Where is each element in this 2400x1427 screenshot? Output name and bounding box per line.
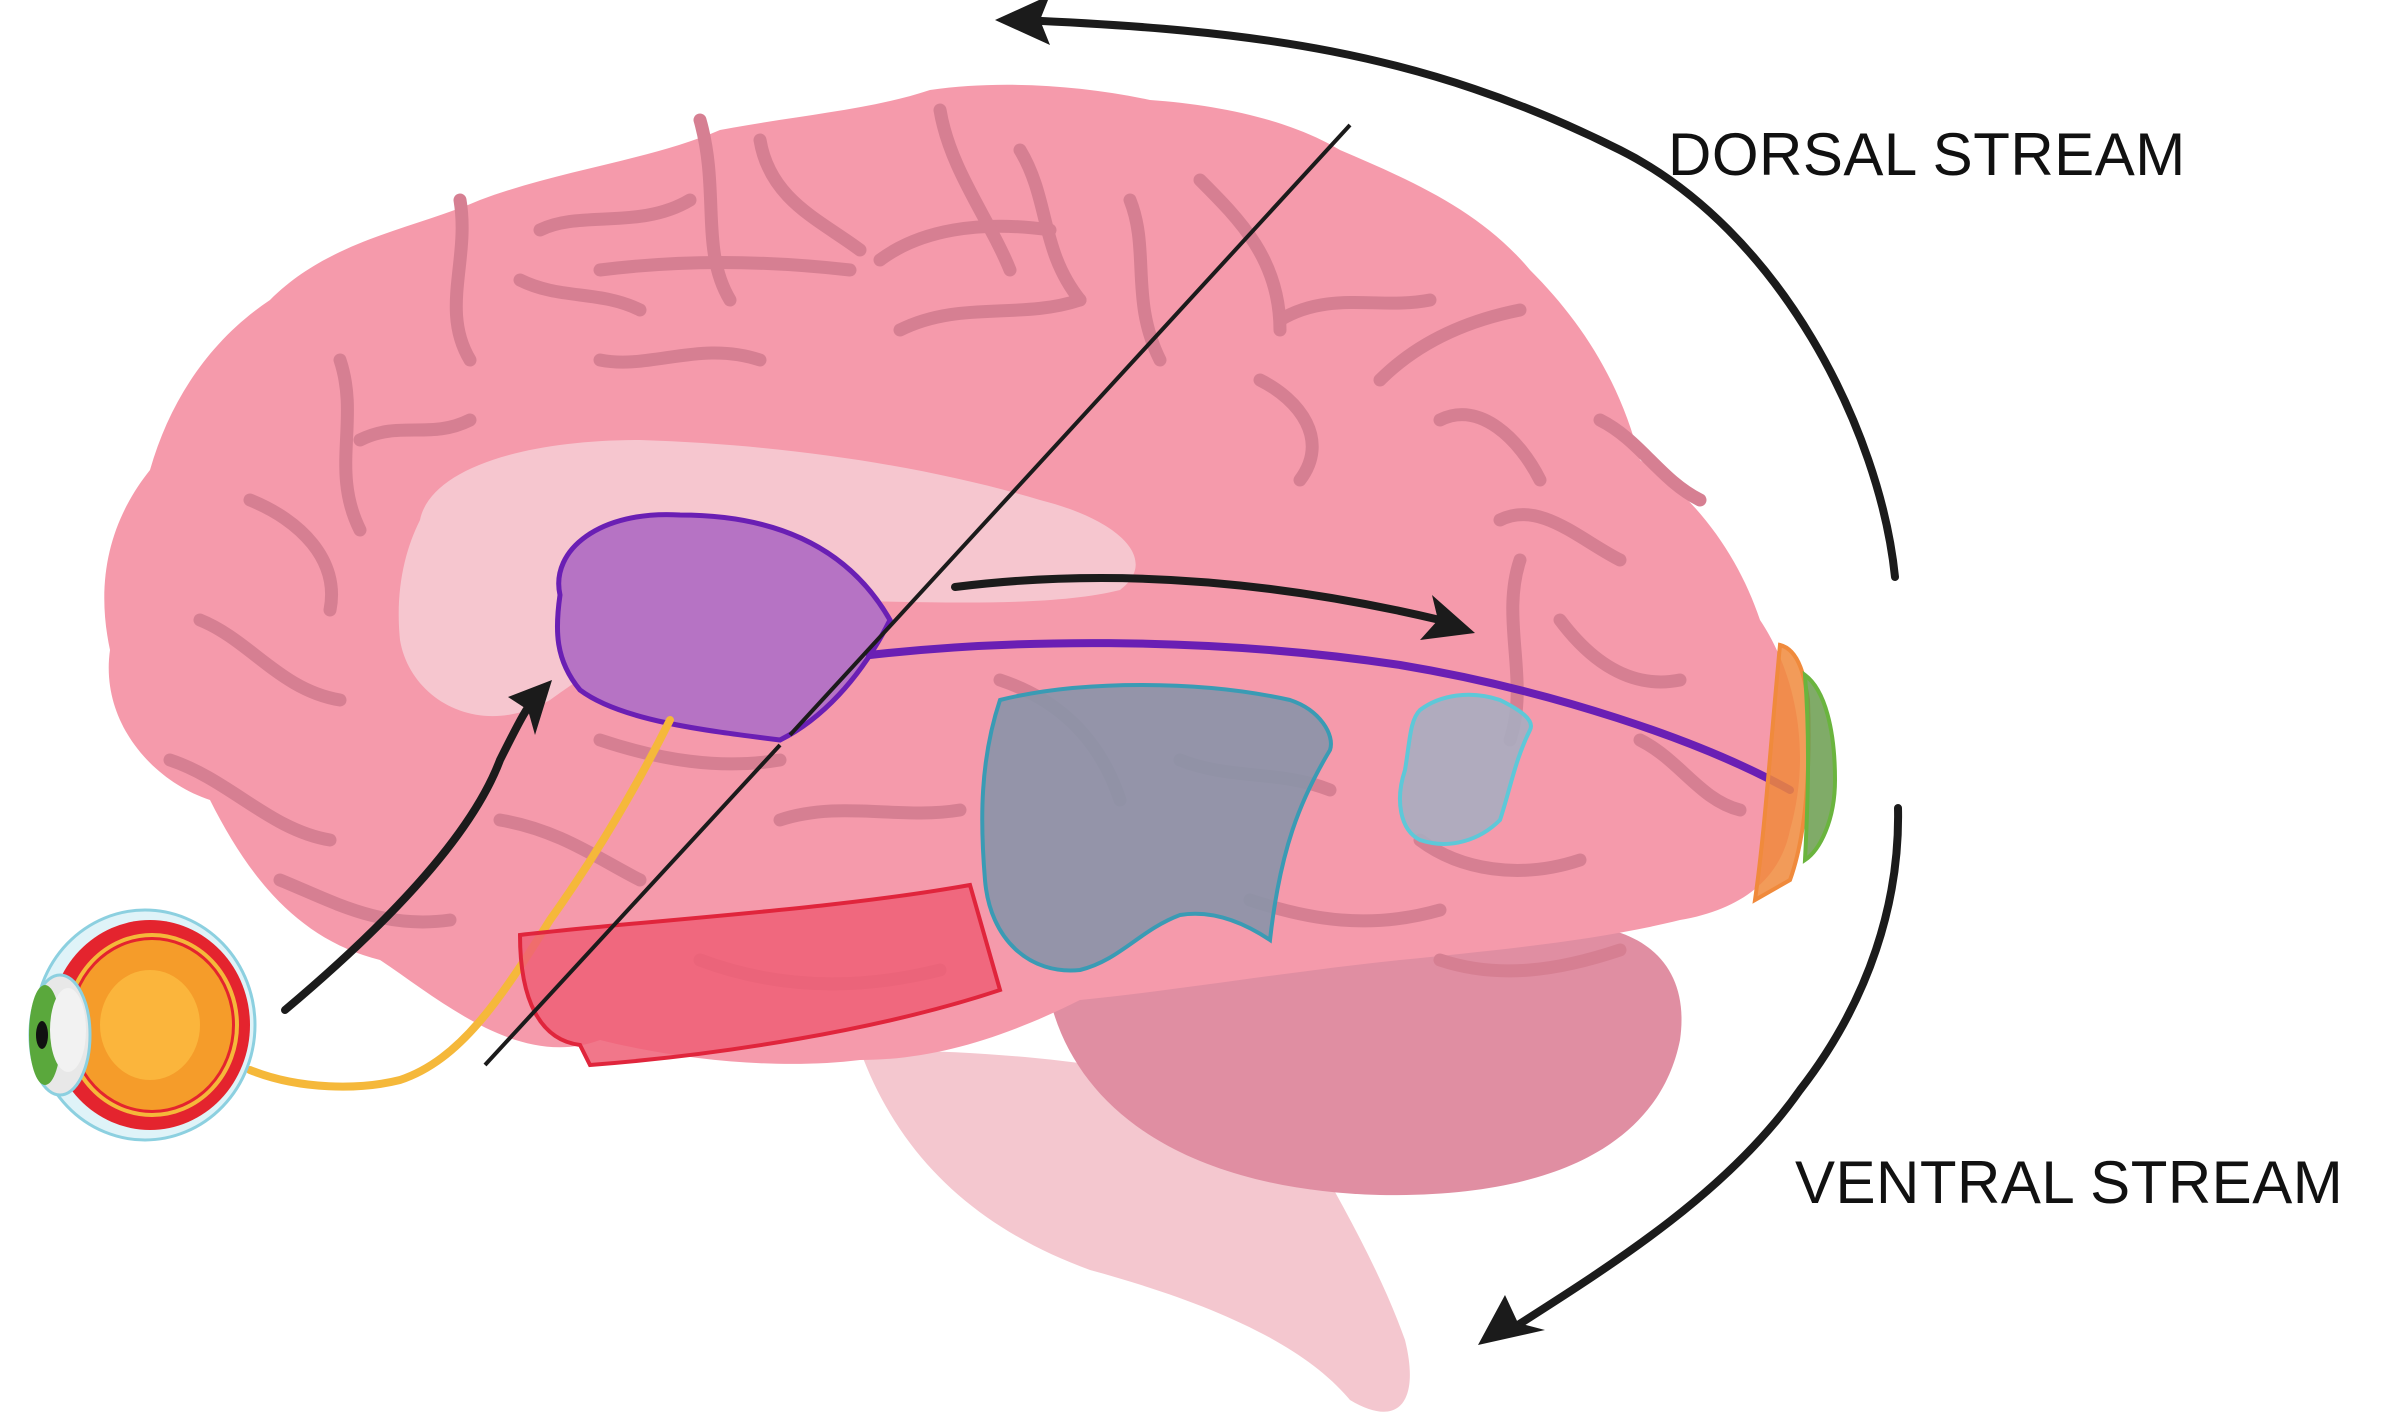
ventral-stream-label: VENTRAL STREAM <box>1795 1149 2343 1216</box>
occipital-association-region <box>1398 692 1533 846</box>
arrow-eye-to-thalamus <box>281 691 544 1014</box>
cerebellum <box>1050 925 1682 1196</box>
arrowhead-eye-to-thalamus <box>508 680 552 735</box>
primary-visual-cortex-inner <box>1802 670 1838 864</box>
posterior-parietal-region <box>980 683 1333 973</box>
dorsal-stream-label: DORSAL STREAM <box>1668 121 2186 188</box>
ventral-stream-arrow <box>1506 804 1903 1334</box>
divider-line-upper <box>788 123 1352 737</box>
ventral-stream-arrowhead <box>1478 1295 1545 1345</box>
dorsal-stream-arrowhead <box>995 0 1050 45</box>
inferior-temporal-region <box>517 882 1003 1068</box>
optic-radiation <box>866 639 1794 794</box>
dorsal-stream-arrow <box>1016 16 1899 581</box>
thalamus-region <box>554 512 893 743</box>
optic-nerve <box>246 716 674 1091</box>
arrow-thalamus-to-cortex <box>951 574 1444 624</box>
arrowhead-thalamus-to-cortex <box>1420 595 1475 640</box>
divider-line-lower <box>483 743 782 1067</box>
eye <box>28 908 257 1142</box>
